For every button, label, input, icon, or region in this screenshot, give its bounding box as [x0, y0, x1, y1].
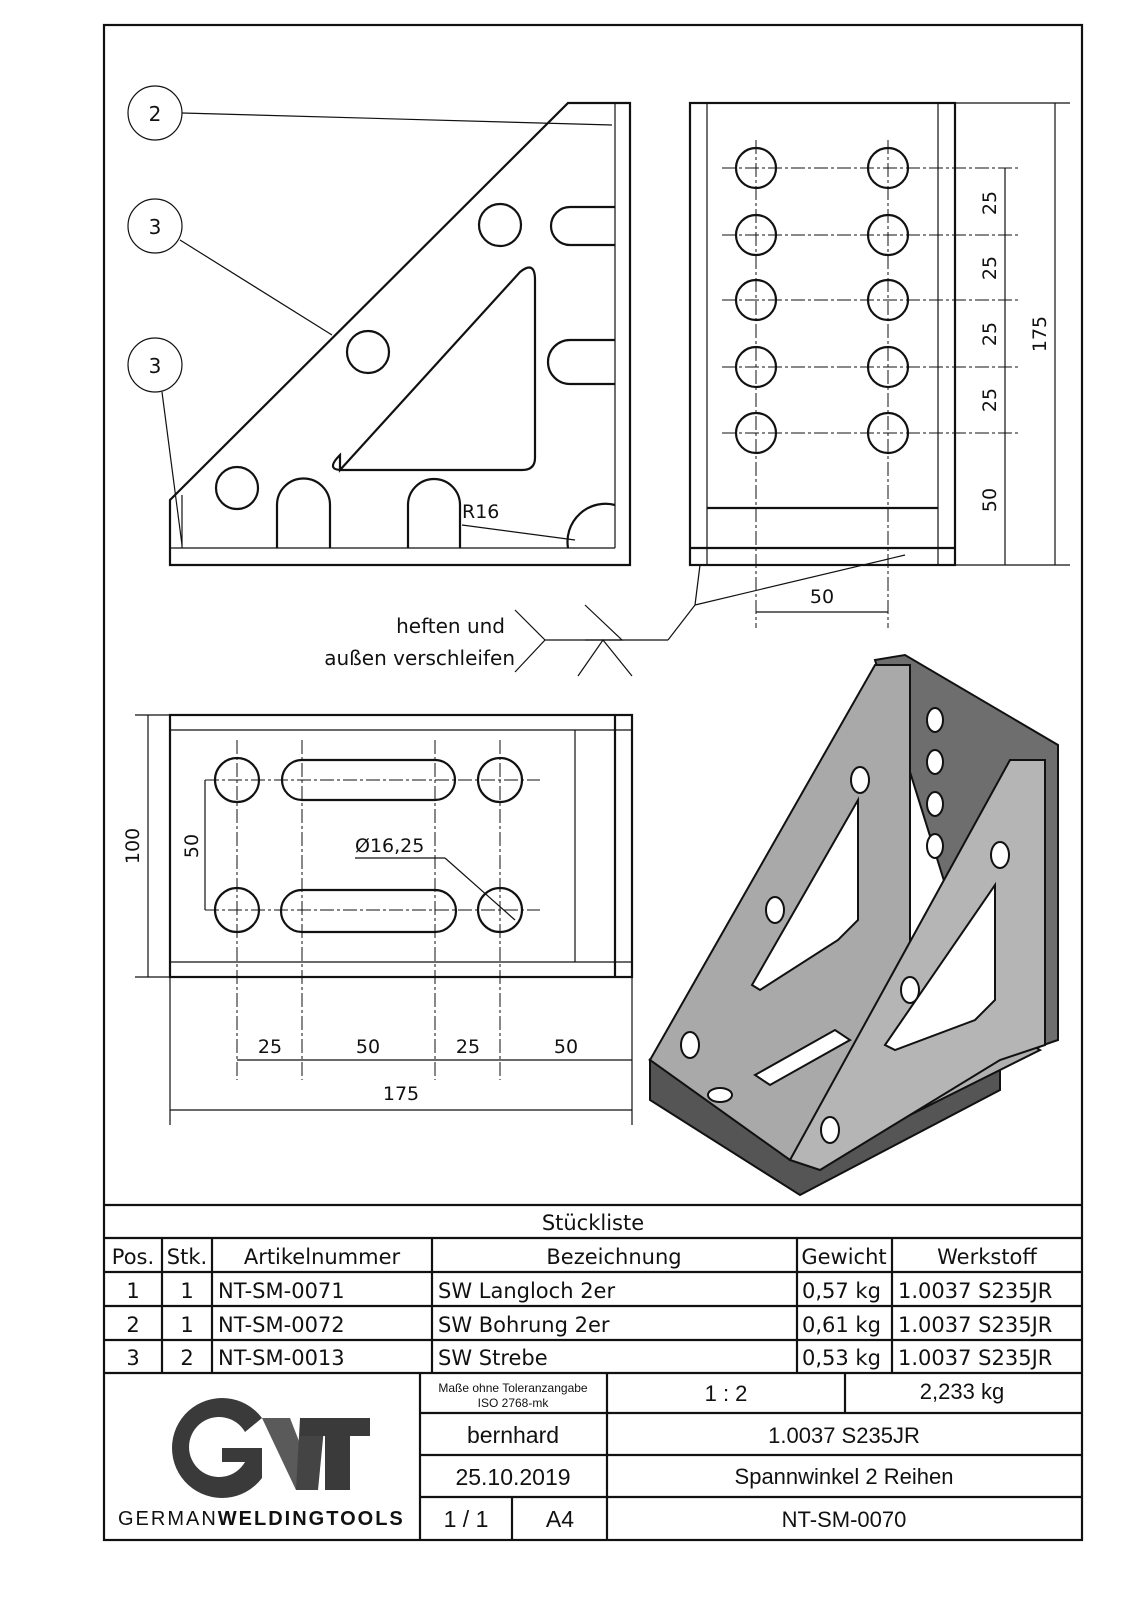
- dim-25-b: 25: [979, 256, 1001, 280]
- front-view: 25 25 25 25 50 175 50: [688, 101, 1070, 628]
- dim-25-left: 25: [258, 1036, 282, 1058]
- dim-25-d: 25: [979, 388, 1001, 412]
- cell-gewicht: 0,57 kg: [802, 1279, 881, 1303]
- total-weight: 2,233 kg: [920, 1379, 1004, 1404]
- dim-25-a: 25: [979, 191, 1001, 215]
- drawing-number: NT-SM-0070: [782, 1507, 907, 1532]
- cell-stk: 1: [180, 1313, 193, 1337]
- dim-25-c: 25: [979, 322, 1001, 346]
- cell-artikelnummer: NT-SM-0072: [218, 1313, 345, 1337]
- cell-pos: 3: [126, 1346, 139, 1370]
- cell-bezeichnung: SW Strebe: [438, 1346, 548, 1370]
- header-artikelnummer: Artikelnummer: [244, 1245, 401, 1269]
- header-werkstoff: Werkstoff: [937, 1245, 1037, 1269]
- balloon-callouts: 2 3 3: [127, 85, 613, 546]
- logo-sub-bold: WELDINGTOOLS: [218, 1508, 405, 1530]
- weld-note-line1: heften und: [396, 614, 505, 638]
- header-pos: Pos.: [112, 1245, 154, 1269]
- cell-artikelnummer: NT-SM-0071: [218, 1279, 345, 1303]
- gwt-logo: GERMANWELDINGTOOLS: [118, 1397, 405, 1530]
- balloon-3b: 3: [149, 354, 162, 378]
- cell-bezeichnung: SW Bohrung 2er: [438, 1313, 610, 1337]
- cell-werkstoff: 1.0037 S235JR: [898, 1279, 1052, 1303]
- dim-100: 100: [122, 828, 144, 864]
- cell-gewicht: 0,53 kg: [802, 1346, 881, 1370]
- radius-label: R16: [462, 501, 499, 523]
- parts-list: Stückliste Pos. Stk. Artikelnummer Bezei…: [104, 1203, 1082, 1375]
- table-row: 2 1 NT-SM-0072 SW Bohrung 2er 0,61 kg 1.…: [126, 1313, 1052, 1337]
- drawing-title: Spannwinkel 2 Reihen: [735, 1464, 954, 1489]
- author: bernhard: [467, 1422, 559, 1448]
- sheet-number: 1 / 1: [444, 1506, 489, 1532]
- logo-sub-light: GERMAN: [118, 1508, 218, 1530]
- dim-50-horizontal: 50: [810, 586, 834, 608]
- scale: 1 : 2: [705, 1381, 748, 1406]
- material: 1.0037 S235JR: [768, 1423, 920, 1448]
- dim-175-length: 175: [383, 1083, 419, 1105]
- isometric-view: [647, 653, 1059, 1197]
- tolerance-line2: ISO 2768-mk: [478, 1396, 550, 1410]
- weld-note-line2: außen verschleifen: [324, 646, 515, 670]
- svg-text:GERMANWELDINGTOOLS: GERMANWELDINGTOOLS: [118, 1508, 405, 1530]
- balloon-3a: 3: [149, 215, 162, 239]
- dim-50-end: 50: [554, 1036, 578, 1058]
- dim-175-height: 175: [1029, 316, 1051, 352]
- cell-werkstoff: 1.0037 S235JR: [898, 1313, 1052, 1337]
- cell-artikelnummer: NT-SM-0013: [218, 1346, 345, 1370]
- header-bezeichnung: Bezeichnung: [546, 1245, 681, 1269]
- dim-50-mid: 50: [356, 1036, 380, 1058]
- drawing-frame: [102, 23, 1084, 1542]
- weld-symbol: heften und außen verschleifen: [324, 554, 906, 677]
- table-row: 1 1 NT-SM-0071 SW Langloch 2er 0,57 kg 1…: [126, 1279, 1052, 1303]
- cell-bezeichnung: SW Langloch 2er: [438, 1279, 615, 1303]
- cell-stk: 2: [180, 1346, 193, 1370]
- dim-50-vertical: 50: [979, 488, 1001, 512]
- parts-list-title: Stückliste: [542, 1211, 644, 1235]
- dim-50-holes: 50: [181, 834, 203, 858]
- side-view: R16: [168, 101, 632, 567]
- diameter-label: Ø16,25: [355, 835, 424, 857]
- cell-stk: 1: [180, 1279, 193, 1303]
- header-gewicht: Gewicht: [801, 1245, 886, 1269]
- plan-view: 100 50 Ø16,25 25 50 25 50 175: [122, 713, 634, 1125]
- table-row: 3 2 NT-SM-0013 SW Strebe 0,53 kg 1.0037 …: [126, 1346, 1052, 1370]
- title-block: GERMANWELDINGTOOLS Maße ohne Toleranzang…: [118, 1373, 1082, 1540]
- cell-pos: 2: [126, 1313, 139, 1337]
- date: 25.10.2019: [455, 1464, 570, 1490]
- tolerance-line1: Maße ohne Toleranzangabe: [438, 1381, 588, 1395]
- header-stk: Stk.: [167, 1245, 207, 1269]
- dim-25-right: 25: [456, 1036, 480, 1058]
- cell-pos: 1: [126, 1279, 139, 1303]
- paper-format: A4: [546, 1506, 574, 1532]
- balloon-2: 2: [149, 102, 162, 126]
- cell-gewicht: 0,61 kg: [802, 1313, 881, 1337]
- cell-werkstoff: 1.0037 S235JR: [898, 1346, 1052, 1370]
